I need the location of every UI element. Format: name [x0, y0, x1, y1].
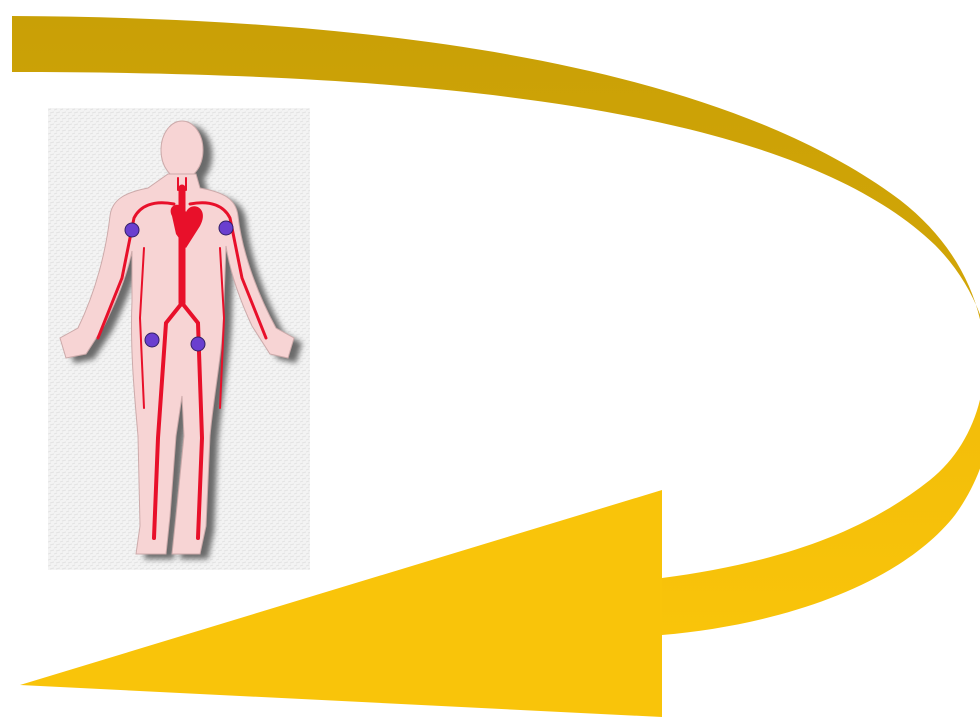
left-hip-electrode — [191, 337, 205, 351]
right-shoulder-electrode — [125, 223, 139, 237]
right-hip-electrode — [145, 333, 159, 347]
human-circulatory-system-icon — [48, 108, 310, 570]
left-shoulder-electrode — [219, 221, 233, 235]
